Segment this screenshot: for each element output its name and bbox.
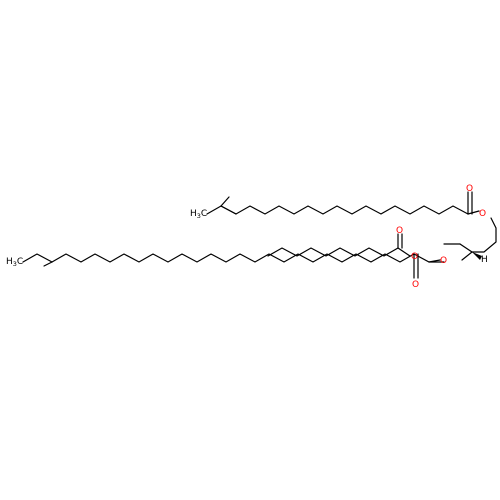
oxygen-label-bottom-ester: O <box>440 256 447 266</box>
oxygen-label-middle-ester: O <box>411 252 418 262</box>
middle-chain <box>267 233 411 257</box>
hydrogen-label-stereocenter: H <box>481 255 488 265</box>
oxygen-label-top-carbonyl: O <box>466 184 473 194</box>
oxygen-label-bottom-carbonyl: O <box>412 280 419 290</box>
oxygen-label-middle-carbonyl: O <box>396 226 403 236</box>
oxygen-label-top-ester: O <box>479 209 486 219</box>
glycerol-backbone <box>443 217 497 261</box>
top-chain <box>206 191 480 215</box>
atom-labels: O O O O O O H H3C H3C <box>6 184 488 290</box>
methyl-label-bottom: H3C <box>6 257 23 268</box>
methyl-label-top: H3C <box>190 209 207 220</box>
bottom-chain <box>22 253 445 279</box>
